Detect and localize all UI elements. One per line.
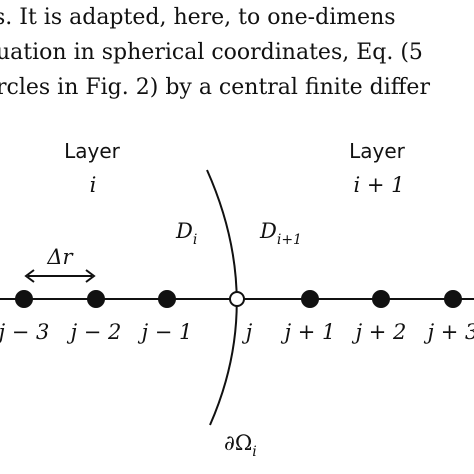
paper-text-line-3: rcles in Fig. 2) by a central finite dif… bbox=[0, 75, 430, 100]
grid-node-label-7: j + 3 bbox=[424, 320, 474, 344]
grid-node-7 bbox=[444, 290, 462, 308]
grid-node-label-5: j + 1 bbox=[281, 320, 336, 344]
grid-node-label-6: j + 2 bbox=[352, 320, 407, 344]
region-label-left: Di bbox=[175, 219, 197, 248]
grid-nodes: j − 3 j − 2 j − 1 j j + 1 j + 2 j + 3 bbox=[0, 290, 474, 344]
grid-node-4 bbox=[229, 291, 245, 307]
paper-text-line-2: uation in spherical coordinates, Eq. (5 bbox=[0, 40, 423, 65]
paper-text-line-1: s. It is adapted, here, to one-dimens bbox=[0, 5, 396, 30]
grid-node-label-1: j − 3 bbox=[0, 320, 49, 344]
grid-node-label-2: j − 2 bbox=[67, 320, 122, 344]
grid-node-5 bbox=[301, 290, 319, 308]
grid-node-label-3: j − 1 bbox=[138, 320, 193, 344]
grid-node-6 bbox=[372, 290, 390, 308]
layer-right-label: Layer bbox=[349, 139, 406, 163]
grid-node-label-4: j bbox=[242, 320, 253, 344]
layer-right-index: i + 1 bbox=[353, 173, 404, 197]
spacing-label: Δr bbox=[46, 245, 74, 269]
grid-node-3 bbox=[158, 290, 176, 308]
grid-node-2 bbox=[87, 290, 105, 308]
spacing-arrow bbox=[24, 269, 96, 283]
layer-left-label: Layer bbox=[64, 139, 121, 163]
region-label-right: Di+1 bbox=[259, 219, 302, 248]
boundary-label: ∂Ωi bbox=[224, 431, 257, 460]
layer-left-index: i bbox=[90, 173, 97, 197]
grid-node-1 bbox=[15, 290, 33, 308]
